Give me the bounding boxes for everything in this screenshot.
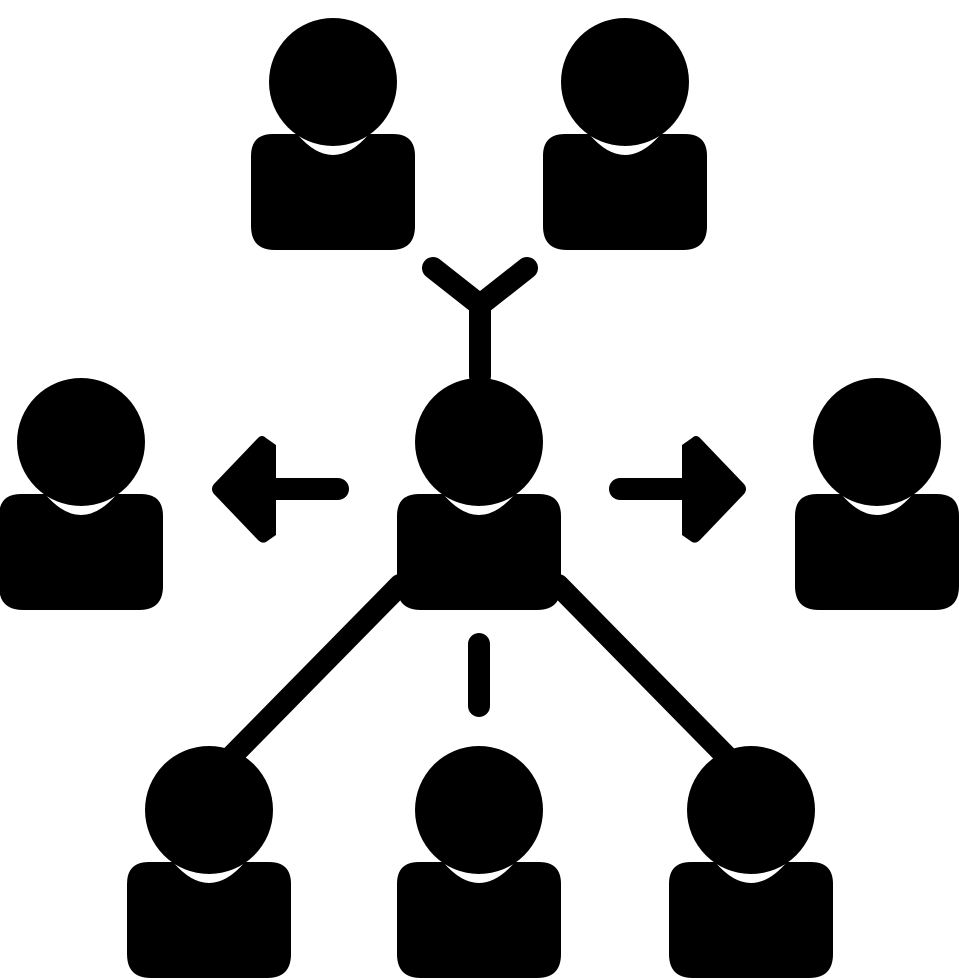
person-middle-right-icon	[795, 378, 959, 610]
arrow-right-icon	[609, 436, 746, 543]
person-bottom-left-icon	[127, 746, 291, 978]
person-center-icon	[397, 378, 561, 610]
person-top-left-icon	[251, 18, 415, 250]
arrow-left-icon	[212, 436, 349, 543]
person-middle-left-icon	[0, 378, 163, 610]
y-connector-icon	[422, 257, 538, 387]
person-bottom-center-icon	[397, 746, 561, 978]
person-bottom-right-icon	[669, 746, 833, 978]
person-top-right-icon	[543, 18, 707, 250]
branch-lines-icon	[217, 574, 741, 771]
